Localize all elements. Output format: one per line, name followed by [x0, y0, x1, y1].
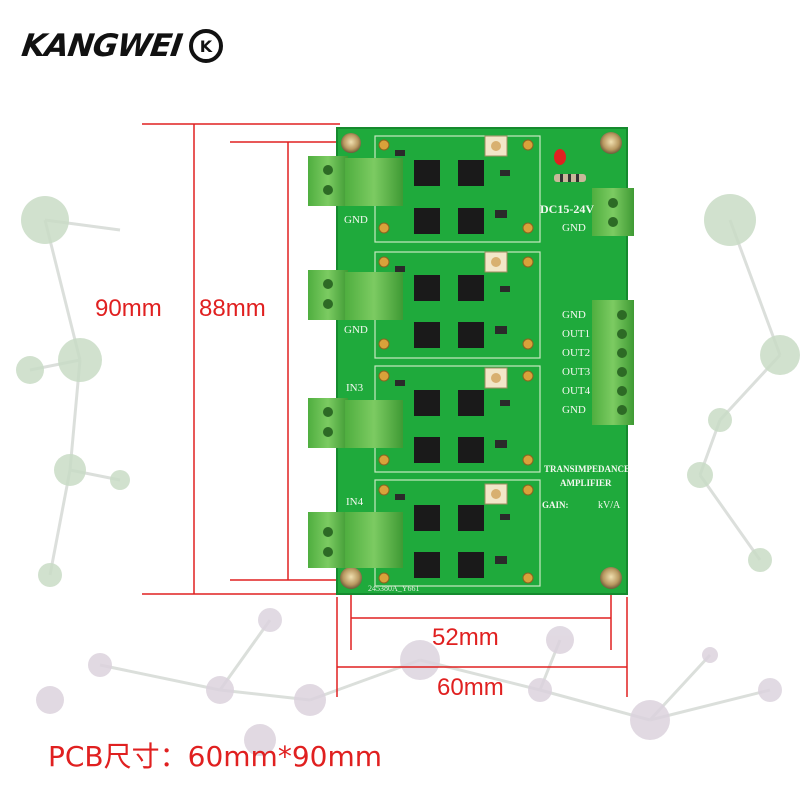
silk-title-line1: TRANSIMPEDANCE — [544, 464, 631, 474]
silk-out-label: OUT2 — [562, 347, 591, 359]
dimension-label-52mm: 52mm — [432, 624, 499, 651]
brand-badge-icon: K — [189, 29, 223, 63]
silk-gnd-ch2: GND — [344, 324, 368, 336]
silk-gain-label: GAIN: — [542, 500, 569, 510]
silk-out-label: OUT3 — [562, 366, 591, 378]
silk-part-number: 245380A_Y661 — [368, 584, 420, 593]
output-labels: GND OUT1 OUT2 OUT3 OUT4 GND — [562, 309, 590, 423]
dimension-label-90mm: 90mm — [95, 295, 162, 322]
silk-in4: IN4 — [346, 496, 364, 508]
silk-in3: IN3 — [346, 382, 364, 394]
silk-out-label: GND — [562, 404, 586, 416]
silk-gain-unit: kV/A — [598, 500, 621, 511]
dimension-label-60mm: 60mm — [437, 674, 504, 701]
pcb-size-caption: PCB尺寸：60mm*90mm — [48, 740, 383, 773]
silk-out-label: OUT1 — [562, 328, 591, 340]
silk-out-label: GND — [562, 309, 586, 321]
silk-power-label: DC15-24V — [540, 202, 594, 216]
silk-out-label: OUT4 — [562, 385, 591, 397]
silk-gnd-ch1: GND — [344, 214, 368, 226]
silk-title-line2: AMPLIFIER — [560, 478, 612, 488]
dimension-label-88mm: 88mm — [199, 295, 266, 322]
silk-power-gnd: GND — [562, 222, 586, 234]
svg-text:K: K — [200, 37, 213, 56]
